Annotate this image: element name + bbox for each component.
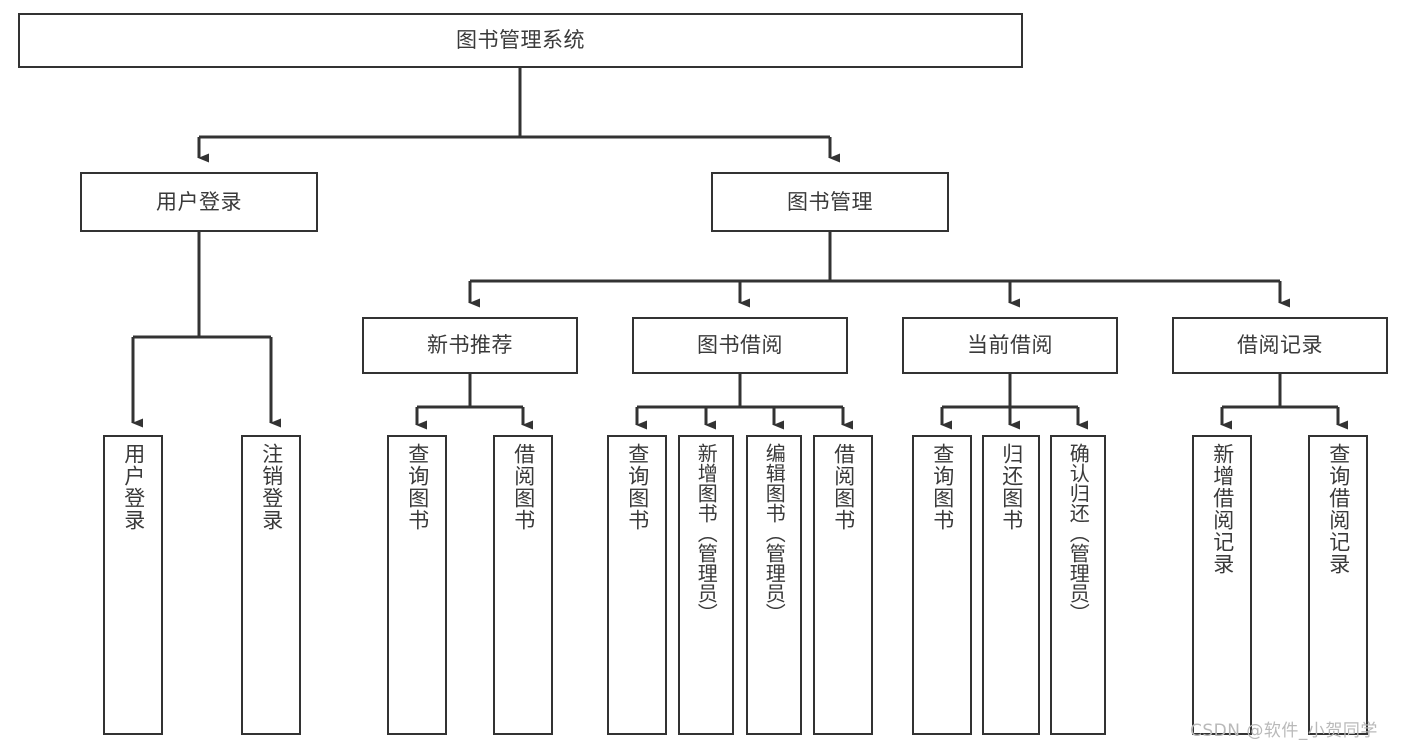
leaf-current-confirm-return-admin[interactable]: 确认归还（管理员）: [1050, 435, 1106, 735]
node-label: 新书推荐: [427, 333, 513, 358]
leaf-borrow-edit-book-admin[interactable]: 编辑图书（管理员）: [746, 435, 802, 735]
node-label: 归还图书: [999, 443, 1024, 531]
node-label: 当前借阅: [967, 333, 1053, 358]
leaf-record-add-record[interactable]: 新增借阅记录: [1192, 435, 1252, 735]
leaf-current-query-book[interactable]: 查询图书: [912, 435, 972, 735]
node-label: 借阅记录: [1237, 333, 1323, 358]
leaf-borrow-borrow-book[interactable]: 借阅图书: [813, 435, 873, 735]
leaf-new-book-borrow[interactable]: 借阅图书: [493, 435, 553, 735]
node-borrow-record[interactable]: 借阅记录: [1172, 317, 1388, 374]
node-label: 编辑图书（管理员）: [762, 443, 787, 623]
node-label: 确认归还（管理员）: [1066, 443, 1091, 623]
node-label: 查询图书: [625, 443, 650, 531]
node-label: 用户登录: [156, 189, 242, 214]
leaf-current-return-book[interactable]: 归还图书: [982, 435, 1040, 735]
node-label: 图书借阅: [697, 333, 783, 358]
node-label: 借阅图书: [511, 443, 536, 531]
node-label: 图书管理: [787, 189, 873, 214]
node-book-management[interactable]: 图书管理: [711, 172, 949, 232]
leaf-record-query-record[interactable]: 查询借阅记录: [1308, 435, 1368, 735]
leaf-borrow-add-book-admin[interactable]: 新增图书（管理员）: [678, 435, 734, 735]
node-user-login[interactable]: 用户登录: [80, 172, 318, 232]
node-label: 注销登录: [259, 443, 284, 531]
node-label: 查询图书: [405, 443, 430, 531]
leaf-user-login-login[interactable]: 用户登录: [103, 435, 163, 735]
node-label: 新增借阅记录: [1210, 443, 1235, 575]
node-label: 查询借阅记录: [1326, 443, 1351, 575]
leaf-new-book-query[interactable]: 查询图书: [387, 435, 447, 735]
node-label: 图书管理系统: [456, 28, 585, 53]
leaf-borrow-query-book[interactable]: 查询图书: [607, 435, 667, 735]
node-book-borrow[interactable]: 图书借阅: [632, 317, 848, 374]
node-root-system[interactable]: 图书管理系统: [18, 13, 1023, 68]
node-new-book-recommend[interactable]: 新书推荐: [362, 317, 578, 374]
node-current-borrow[interactable]: 当前借阅: [902, 317, 1118, 374]
node-label: 新增图书（管理员）: [694, 443, 719, 623]
node-label: 查询图书: [930, 443, 955, 531]
leaf-user-login-logout[interactable]: 注销登录: [241, 435, 301, 735]
node-label: 借阅图书: [831, 443, 856, 531]
node-label: 用户登录: [121, 443, 146, 531]
